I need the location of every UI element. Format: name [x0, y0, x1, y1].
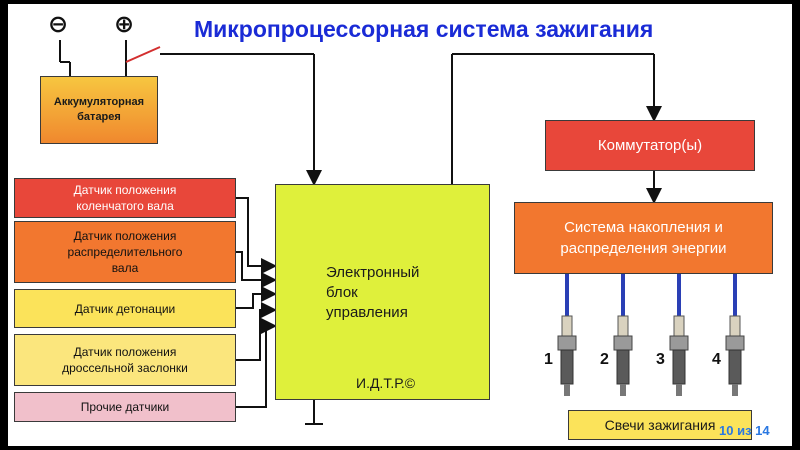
sensor-throttle: Датчик положения дроссельной заслонки — [14, 334, 236, 386]
sensor-label-line: Датчик положения — [73, 345, 177, 359]
spark-plugs-text: Свечи зажигания — [604, 417, 716, 433]
sensor-label-line: Датчик детонации — [74, 301, 176, 316]
commutator-label: Коммутатор(ы) — [597, 137, 703, 154]
ecu-ground — [305, 400, 323, 425]
sensor-label-line: дроссельной заслонки — [62, 361, 188, 375]
plug-number-3: 3 — [656, 351, 665, 368]
ecu-label-line3: управления — [326, 304, 408, 321]
storage-label-line1: Система накопления и — [564, 219, 723, 236]
spark-plug-4 — [725, 315, 745, 396]
plug-number-4: 4 — [712, 351, 721, 368]
sensor-label-line: Датчик положения — [73, 229, 177, 243]
sensor-label-line: Прочие датчики — [80, 400, 170, 414]
storage-label-line2: распределения энергии — [560, 240, 727, 257]
sensor-other: Прочие датчики — [14, 392, 236, 422]
ecu-to-commutator-wire — [451, 53, 662, 184]
spark-plug-3 — [669, 315, 689, 396]
commutator-block: Коммутатор(ы) — [545, 120, 755, 171]
sensor-label-line: вала — [111, 261, 139, 275]
spark-plug-2 — [613, 315, 633, 396]
sensor-crankshaft: Датчик положения коленчатого вала — [14, 178, 236, 218]
ecu-label-line1: Электронный — [326, 264, 420, 281]
sensor-knock: Датчик детонации — [14, 289, 236, 328]
sensor-label-line: коленчатого вала — [76, 199, 174, 213]
sensor-label-line: распределительного — [67, 245, 183, 259]
ecu-code: И.Д.Т.Р.© — [356, 375, 416, 391]
ecu-label-line2: блок — [326, 284, 358, 301]
sensor-camshaft: Датчик положения распределительного вала — [14, 221, 236, 283]
sensor-label-line: Датчик положения — [73, 183, 177, 197]
battery-label-line1: Аккумуляторная — [53, 96, 145, 108]
battery-terminals — [59, 40, 322, 186]
battery-label-line2: батарея — [77, 111, 121, 123]
sensor-wires — [236, 197, 277, 408]
battery-block: Аккумуляторная батарея — [40, 76, 158, 144]
slide: Микропроцессорная система зажигания — [8, 4, 792, 446]
spark-plugs-label: Свечи зажигания — [568, 410, 752, 440]
ecu-block: Электронный блок управления И.Д.Т.Р.© — [275, 184, 490, 400]
wiring-diagram — [59, 40, 745, 425]
energy-storage-block: Система накопления и распределения энерг… — [514, 202, 773, 274]
plug-number-1: 1 — [544, 351, 553, 368]
hv-wires — [565, 274, 737, 316]
slide-title: Микропроцессорная система зажигания — [194, 16, 654, 42]
minus-terminal-icon: ⊖ — [48, 11, 69, 38]
plug-number-2: 2 — [600, 351, 609, 368]
page-counter: 10 из 14 — [719, 423, 770, 438]
plus-terminal-icon: ⊕ — [114, 11, 135, 38]
spark-plug-1 — [557, 315, 577, 396]
